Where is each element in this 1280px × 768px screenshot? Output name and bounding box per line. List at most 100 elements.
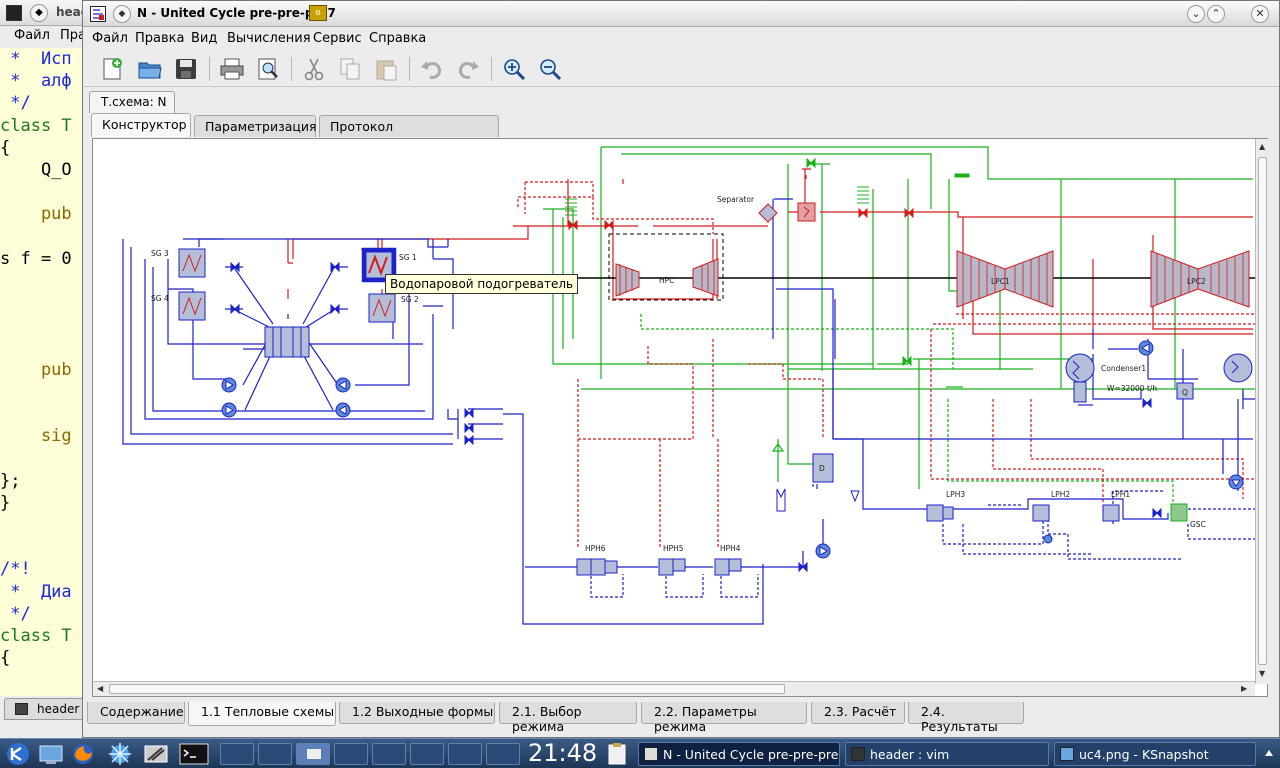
tab-constructor[interactable]: Конструктор bbox=[91, 113, 191, 137]
code-line: }; bbox=[0, 470, 21, 491]
desktop-8[interactable] bbox=[486, 743, 520, 765]
tab-calculation[interactable]: 2.3. Расчёт bbox=[811, 702, 905, 724]
desktop-7[interactable] bbox=[448, 743, 482, 765]
menu-view[interactable]: Вид bbox=[191, 31, 218, 46]
tab-thermal-schemes[interactable]: 1.1 Тепловые схемы bbox=[188, 702, 336, 726]
green-valves bbox=[806, 157, 970, 367]
scroll-up-icon[interactable]: ▲ bbox=[1259, 142, 1266, 151]
label-lpc1: LPC1 bbox=[991, 277, 1010, 286]
code-line: s f = 0 bbox=[0, 248, 72, 269]
scheme-canvas[interactable]: SG 3 SG 4 SG 1 SG 2 Separator HPC LPC1 L… bbox=[92, 138, 1269, 697]
code-line: */ bbox=[0, 603, 31, 624]
code-line bbox=[0, 181, 90, 203]
bg-tab-label: header bbox=[37, 702, 80, 716]
desktop-6[interactable] bbox=[410, 743, 444, 765]
tab-parametrization-log[interactable]: Протокол параметризации bbox=[319, 115, 499, 149]
sub-tab-bar: Конструктор Параметризация Протокол пара… bbox=[89, 113, 1279, 149]
redo-icon[interactable] bbox=[455, 56, 481, 82]
menu-calc[interactable]: Вычисления bbox=[227, 31, 311, 46]
menu-edit[interactable]: Правка bbox=[135, 31, 185, 46]
task-label: N - United Cycle pre-pre-pre7 bbox=[663, 747, 840, 762]
vertical-scroll-thumb[interactable] bbox=[1258, 157, 1267, 665]
close-icon[interactable]: ✕ bbox=[1251, 5, 1269, 23]
desktop-5[interactable] bbox=[372, 743, 406, 765]
desktop-3[interactable] bbox=[296, 743, 330, 765]
code-line: class T bbox=[0, 115, 72, 136]
task-label: header : vim bbox=[870, 747, 950, 762]
code-line: * алф bbox=[0, 71, 72, 92]
settings-icon[interactable] bbox=[142, 742, 170, 766]
background-title-bar[interactable]: ◆ header bbox=[0, 0, 103, 26]
attemperators bbox=[565, 186, 869, 216]
label-lph2: LPH2 bbox=[1051, 490, 1070, 499]
task-ksnapshot[interactable]: uc4.png - KSnapshot bbox=[1054, 742, 1256, 766]
window-title: N - United Cycle pre-pre-pre7 bbox=[137, 6, 336, 20]
tab-results[interactable]: 2.4. Результаты bbox=[908, 702, 1024, 734]
cut-icon[interactable] bbox=[301, 56, 327, 82]
code-line bbox=[0, 403, 90, 425]
tray-arrow-icon[interactable] bbox=[1260, 742, 1278, 766]
label-lph1: LPH1 bbox=[1111, 490, 1130, 499]
thermal-scheme-diagram[interactable]: SG 3 SG 4 SG 1 SG 2 Separator HPC LPC1 L… bbox=[93, 139, 1255, 681]
menu-service[interactable]: Сервис bbox=[313, 31, 362, 46]
title-bar[interactable]: ◆ N - United Cycle pre-pre-pre7 ⚙ ⌄ ⌃ ✕ bbox=[83, 1, 1279, 27]
clipboard-icon[interactable] bbox=[604, 742, 630, 766]
konqueror-icon[interactable] bbox=[106, 742, 134, 766]
bg-menu-edit[interactable]: Пра bbox=[60, 28, 86, 43]
print-icon[interactable] bbox=[219, 56, 245, 82]
desktop-1[interactable] bbox=[220, 743, 254, 765]
minimize-icon[interactable]: ⌄ bbox=[1187, 5, 1205, 23]
horizontal-scrollbar[interactable]: ◀ ▶ bbox=[93, 681, 1255, 696]
tab-parametrization[interactable]: Параметризация bbox=[194, 115, 317, 137]
zoom-in-icon[interactable] bbox=[501, 56, 527, 82]
menu-file[interactable]: Файл bbox=[92, 31, 128, 46]
ksnapshot-icon bbox=[1060, 747, 1074, 761]
label-deaerator: D bbox=[819, 464, 825, 473]
tab-output-forms[interactable]: 1.2 Выходные формы bbox=[339, 702, 495, 724]
desktop-2[interactable] bbox=[258, 743, 292, 765]
copy-icon[interactable] bbox=[337, 56, 363, 82]
system-icon[interactable] bbox=[38, 742, 64, 766]
paste-icon[interactable] bbox=[373, 56, 399, 82]
label-lpc2: LPC2 bbox=[1187, 277, 1206, 286]
tab-mode-select[interactable]: 2.1. Выбор режима bbox=[499, 702, 637, 734]
window-menu-icon[interactable]: ◆ bbox=[30, 4, 48, 22]
firefox-icon[interactable] bbox=[70, 742, 96, 766]
scroll-left-icon[interactable]: ◀ bbox=[97, 684, 104, 693]
diagram-labels: SG 3 SG 4 SG 1 SG 2 Separator HPC LPC1 L… bbox=[151, 195, 1206, 553]
scroll-right-icon[interactable]: ▶ bbox=[1241, 684, 1248, 693]
tab-mode-params[interactable]: 2.2. Параметры режима bbox=[641, 702, 807, 734]
zoom-out-icon[interactable] bbox=[537, 56, 563, 82]
task-united-cycle[interactable]: N - United Cycle pre-pre-pre7 bbox=[638, 742, 840, 766]
undo-icon[interactable] bbox=[419, 56, 445, 82]
bottom-tab-bar: Содержание 1.1 Тепловые схемы 1.2 Выходн… bbox=[83, 702, 1279, 734]
code-line: /*! bbox=[0, 559, 31, 580]
open-folder-icon[interactable] bbox=[137, 56, 163, 82]
save-icon[interactable] bbox=[173, 56, 199, 82]
label-sg2: SG 2 bbox=[401, 295, 419, 304]
kde-menu-icon[interactable] bbox=[4, 742, 32, 766]
desktop-4[interactable] bbox=[334, 743, 368, 765]
bg-tab-header[interactable]: header bbox=[4, 698, 90, 720]
label-hpc: HPC bbox=[659, 276, 674, 285]
print-preview-icon[interactable] bbox=[255, 56, 281, 82]
horizontal-scroll-thumb[interactable] bbox=[109, 684, 785, 694]
steam-valves bbox=[568, 207, 914, 231]
code-line: Q_O bbox=[0, 159, 72, 180]
vertical-scrollbar[interactable]: ▲ ▼ bbox=[1255, 139, 1269, 684]
new-document-icon[interactable] bbox=[99, 56, 125, 82]
tab-contents[interactable]: Содержание bbox=[87, 702, 185, 724]
maximize-icon[interactable]: ⌃ bbox=[1207, 5, 1225, 23]
bg-menu-file[interactable]: Файл bbox=[14, 28, 50, 43]
terminal-launcher-icon[interactable] bbox=[178, 742, 210, 766]
clock[interactable]: 21:48 bbox=[528, 739, 598, 767]
window-menu-button[interactable]: ◆ bbox=[113, 5, 131, 23]
document-tab[interactable]: Т.схема: N bbox=[89, 91, 175, 113]
background-vim-window[interactable]: ◆ header Файл Пра * Исп * алф */class T{… bbox=[0, 0, 103, 740]
main-window: ◆ N - United Cycle pre-pre-pre7 ⚙ ⌄ ⌃ ✕ … bbox=[82, 0, 1280, 738]
menu-help[interactable]: Справка bbox=[369, 31, 427, 46]
scroll-down-icon[interactable]: ▼ bbox=[1259, 669, 1266, 678]
task-vim[interactable]: header : vim bbox=[845, 742, 1049, 766]
code-line bbox=[0, 292, 90, 314]
